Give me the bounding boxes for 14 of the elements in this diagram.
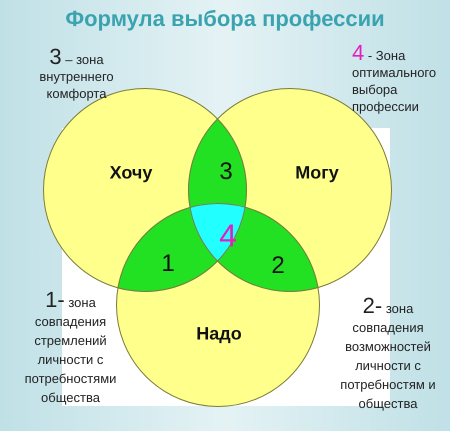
zone-number: 4 xyxy=(219,218,237,254)
zone-number: 1 xyxy=(161,250,175,278)
venn-circle xyxy=(116,203,320,407)
zone-note: 4 - Зона оптимального выбора профессии xyxy=(352,44,438,115)
zone-note: 1- зона совпадения стремлений личности с потребностями общества xyxy=(24,290,118,407)
title: Формула выбора профессии xyxy=(64,6,386,32)
zone-note: 2- зона совпадения возможностей личности с потребностям и общества xyxy=(339,296,437,413)
circle-label: Хочу xyxy=(110,162,152,184)
zone-number: 2 xyxy=(271,252,285,280)
venn-circle xyxy=(43,88,247,292)
zone-number: 3 xyxy=(219,158,233,186)
circle-label: Надо xyxy=(196,324,242,344)
circle-label: Могу xyxy=(295,162,339,184)
zone-note: 3 – зона внутреннего комфорта xyxy=(38,48,115,102)
